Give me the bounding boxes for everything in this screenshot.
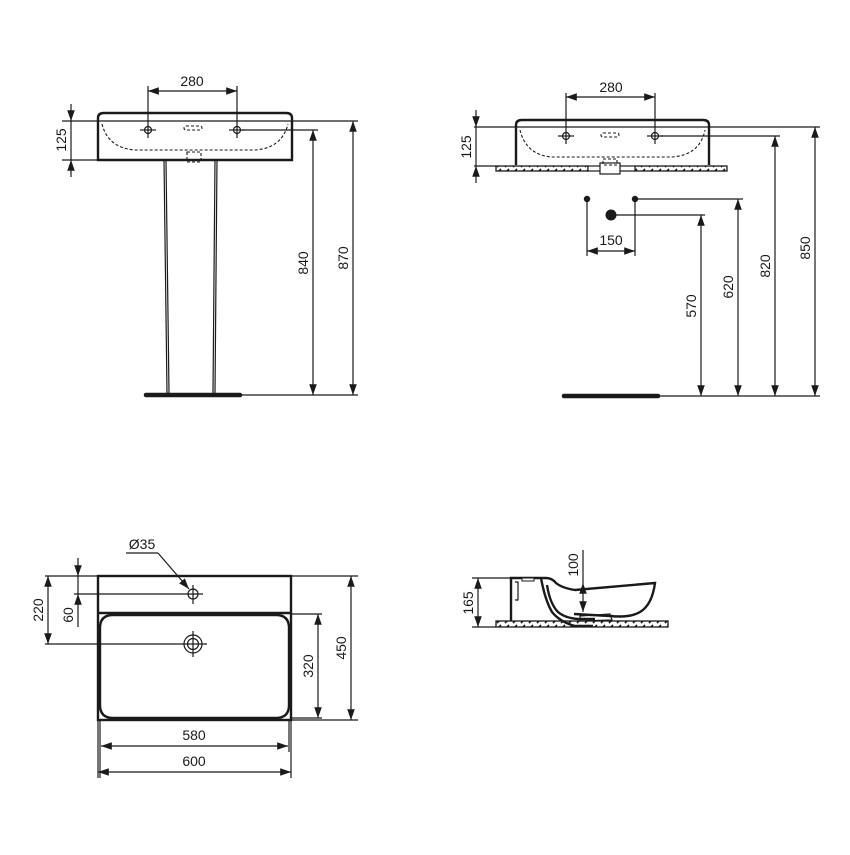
tap-hole-plan <box>186 585 203 604</box>
basin-section-profile <box>509 576 657 621</box>
bowl-outline-plan <box>98 613 291 720</box>
dim-bowl-depth-plan: 320 <box>300 654 316 678</box>
dim-supply-height: 620 <box>720 275 736 299</box>
dim-tap-hole-diameter: Ø35 <box>129 536 156 552</box>
mounting-surface <box>495 158 728 175</box>
front-view-pedestal: 280 125 840 870 <box>53 73 358 398</box>
dim-waste-from-back: 220 <box>30 598 46 622</box>
dim-bowl-depth-side: 100 <box>565 553 581 577</box>
dim-basin-height-pedestal: 125 <box>53 128 69 152</box>
pedestal <box>143 159 243 398</box>
dim-bowl-width: 580 <box>182 727 206 743</box>
waste-plan <box>183 631 207 657</box>
dim-tap-height-wall: 820 <box>757 254 773 278</box>
dim-tap-spacing-wall: 280 <box>599 79 623 95</box>
side-section-view: 165 100 <box>460 550 669 628</box>
dim-basin-height-wall: 125 <box>458 135 474 159</box>
dim-overall-width: 600 <box>182 753 206 769</box>
basin-outer-plan <box>96 574 293 722</box>
plan-view: Ø35 60 220 320 450 580 600 <box>30 536 358 778</box>
basin-outline <box>514 118 711 165</box>
dim-waste-height: 570 <box>683 294 699 318</box>
dim-tap-hole-from-back: 60 <box>60 607 76 623</box>
dim-rim-height-wall: 850 <box>797 236 813 260</box>
front-view-wall-hung: 150 280 125 570 620 820 850 <box>458 79 820 399</box>
dim-supply-spacing: 150 <box>599 232 623 248</box>
basin-outline <box>96 111 294 162</box>
dim-overall-depth: 450 <box>333 636 349 660</box>
dim-rim-height-pedestal: 870 <box>335 246 351 270</box>
dim-overall-height-side: 165 <box>460 591 476 615</box>
dim-tap-height-pedestal: 840 <box>295 251 311 275</box>
dim-tap-spacing-pedestal: 280 <box>180 73 204 89</box>
